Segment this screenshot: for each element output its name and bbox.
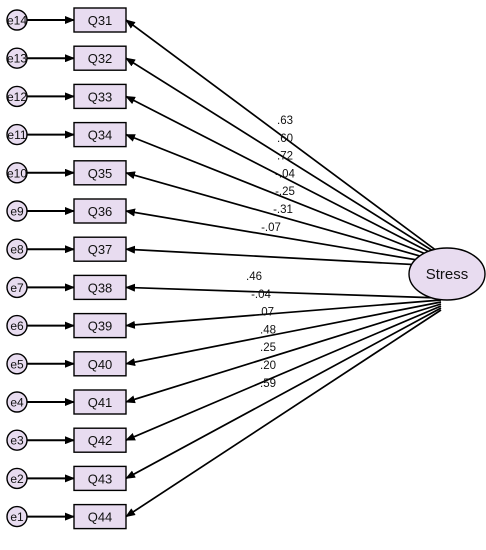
error-term-label: e7 (10, 281, 24, 295)
loading-value: -.25 (275, 186, 295, 198)
factor-loading-path (125, 171, 442, 263)
error-term-label: e1 (10, 510, 24, 524)
factor-loading-path (125, 19, 442, 255)
error-term-circle (6, 47, 28, 69)
factor-loading-path (125, 305, 442, 441)
loading-value: .46 (246, 271, 262, 283)
factor-loading-path (125, 133, 442, 261)
error-term-circle (6, 9, 28, 31)
error-term-circle (6, 505, 28, 528)
observed-item-label: Q35 (88, 166, 113, 181)
loading-value: .63 (277, 115, 293, 127)
error-term-circle (6, 162, 28, 184)
observed-item-box (73, 83, 127, 110)
error-term-circle (6, 238, 28, 260)
observed-item-label: Q31 (88, 13, 113, 28)
loading-value: .60 (277, 133, 293, 145)
observed-item-box (73, 7, 127, 33)
error-term-label: e11 (7, 128, 26, 142)
observed-item-label: Q41 (88, 395, 113, 410)
error-term-label: e6 (10, 319, 24, 333)
observed-item-label: Q36 (88, 204, 113, 219)
loading-value: -.07 (261, 222, 281, 234)
factor-loading-path (125, 57, 442, 257)
error-term-circle (6, 276, 28, 299)
observed-item-label: Q38 (88, 280, 113, 295)
error-term-label: e12 (7, 90, 27, 104)
error-term-circle (6, 391, 28, 413)
error-term-circle (6, 123, 28, 146)
observed-item-label: Q42 (88, 433, 113, 448)
factor-loading-path (125, 245, 442, 267)
observed-item-box (73, 389, 127, 415)
factor-loading-path (125, 301, 442, 366)
observed-item-box (73, 351, 127, 377)
error-term-circle (6, 85, 28, 108)
observed-item-box (73, 236, 127, 262)
observed-item-box (73, 160, 127, 186)
loading-value: .20 (260, 360, 276, 372)
error-term-label: e8 (10, 243, 24, 257)
error-term-circle (6, 353, 28, 375)
error-term-label: e14 (7, 14, 27, 28)
observed-item-box (73, 45, 127, 71)
loading-value: -.04 (251, 289, 271, 301)
observed-item-label: Q37 (88, 242, 113, 257)
loading-value: -.31 (273, 204, 293, 216)
error-term-label: e5 (10, 357, 24, 371)
loading-value: .25 (260, 342, 276, 354)
factor-loading-path (125, 307, 442, 480)
observed-item-label: Q39 (88, 319, 113, 334)
factor-loading-path (125, 283, 442, 299)
error-term-label: e13 (7, 52, 27, 66)
error-term-label: e3 (10, 434, 24, 448)
observed-item-box (73, 427, 127, 453)
observed-item-box (73, 503, 127, 530)
error-term-label: e2 (10, 472, 24, 486)
observed-item-label: Q44 (88, 510, 113, 525)
observed-item-box (73, 121, 127, 148)
observed-item-label: Q32 (88, 51, 113, 66)
factor-loading-path (125, 208, 442, 265)
observed-item-box (73, 312, 127, 339)
error-term-label: e10 (7, 166, 27, 180)
loading-value: -.04 (275, 168, 295, 180)
latent-factor-ellipse (408, 247, 486, 301)
factor-loading-path (125, 95, 442, 259)
error-term-circle (6, 429, 28, 451)
loading-value: .72 (277, 151, 293, 163)
error-term-label: e4 (10, 396, 24, 410)
loading-value: .59 (260, 378, 276, 390)
observed-item-box (73, 465, 127, 492)
error-term-label: e9 (10, 205, 24, 219)
error-term-circle (6, 200, 28, 222)
latent-factor-label: Stress (426, 266, 469, 283)
observed-item-label: Q40 (88, 357, 113, 372)
factor-loading-path (125, 303, 442, 404)
observed-item-box (73, 198, 127, 224)
error-term-circle (6, 467, 28, 490)
observed-item-label: Q33 (88, 89, 113, 104)
error-term-circle (6, 314, 28, 337)
observed-item-label: Q34 (88, 128, 113, 143)
factor-loading-path (125, 299, 442, 329)
loading-value: .48 (260, 324, 276, 336)
observed-item-label: Q43 (88, 471, 113, 486)
factor-loading-path (125, 309, 442, 518)
loading-value: .07 (258, 307, 274, 319)
observed-item-box (73, 274, 127, 301)
